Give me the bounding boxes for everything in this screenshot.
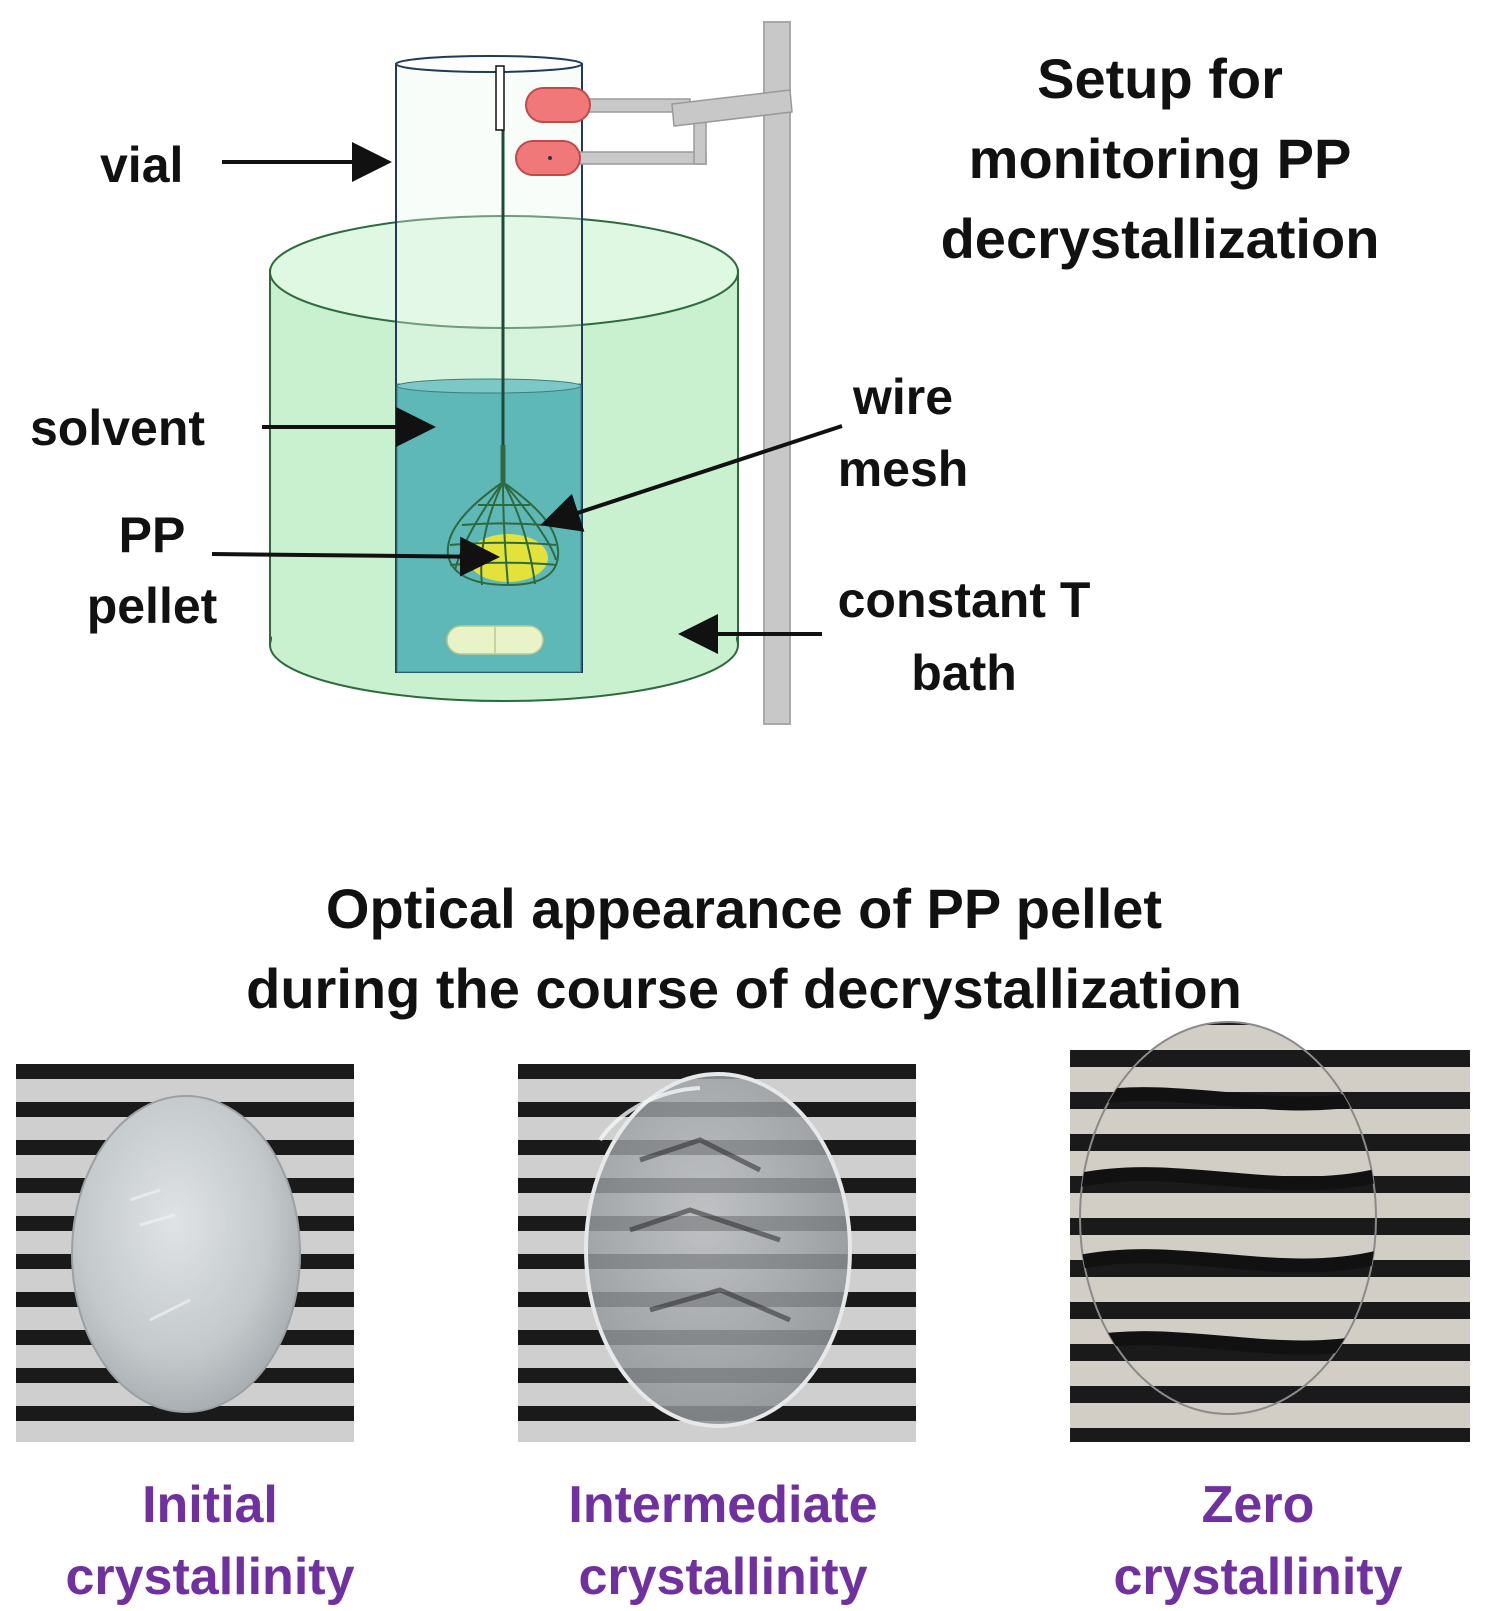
label-pp-pellet-line1: PP [119,507,186,563]
caption-intermediate-line2: crystallinity [578,1548,867,1606]
caption-intermediate-line1: Intermediate [568,1476,877,1534]
caption-initial-line2: crystallinity [65,1548,354,1606]
label-wire-mesh-line1: wire [852,369,953,425]
label-pp-pellet-line2: pellet [87,578,218,634]
optical-title-line1: Optical appearance of PP pellet [326,877,1162,940]
caption-zero-line1: Zero [1202,1476,1315,1534]
setup-title-line1: Setup for [1037,47,1283,110]
arrow-pp-pellet [211,536,500,577]
vial-top [395,55,583,73]
photo-intermediate-crystallinity [518,1064,916,1442]
photo-initial-crystallinity [16,1064,354,1442]
setup-title-line2: monitoring PP [969,127,1352,190]
caption-zero-line2: crystallinity [1113,1548,1402,1606]
label-bath-line2: bath [911,645,1017,701]
clamp-upper [525,87,591,123]
optical-title-line2: during the course of decrystallization [246,957,1242,1020]
photo-zero-crystallinity [1070,1021,1470,1442]
label-wire-mesh-line2: mesh [838,441,969,497]
label-bath-line1: constant T [838,572,1091,628]
label-solvent: solvent [30,400,205,456]
arrow-wire-mesh [540,424,843,532]
solvent-surface [396,378,582,394]
clamp-arm [573,89,793,165]
caption-initial-line1: Initial [142,1476,278,1534]
stand-rod [763,21,791,725]
label-vial: vial [100,137,183,193]
setup-title-line3: decrystallization [941,207,1380,270]
